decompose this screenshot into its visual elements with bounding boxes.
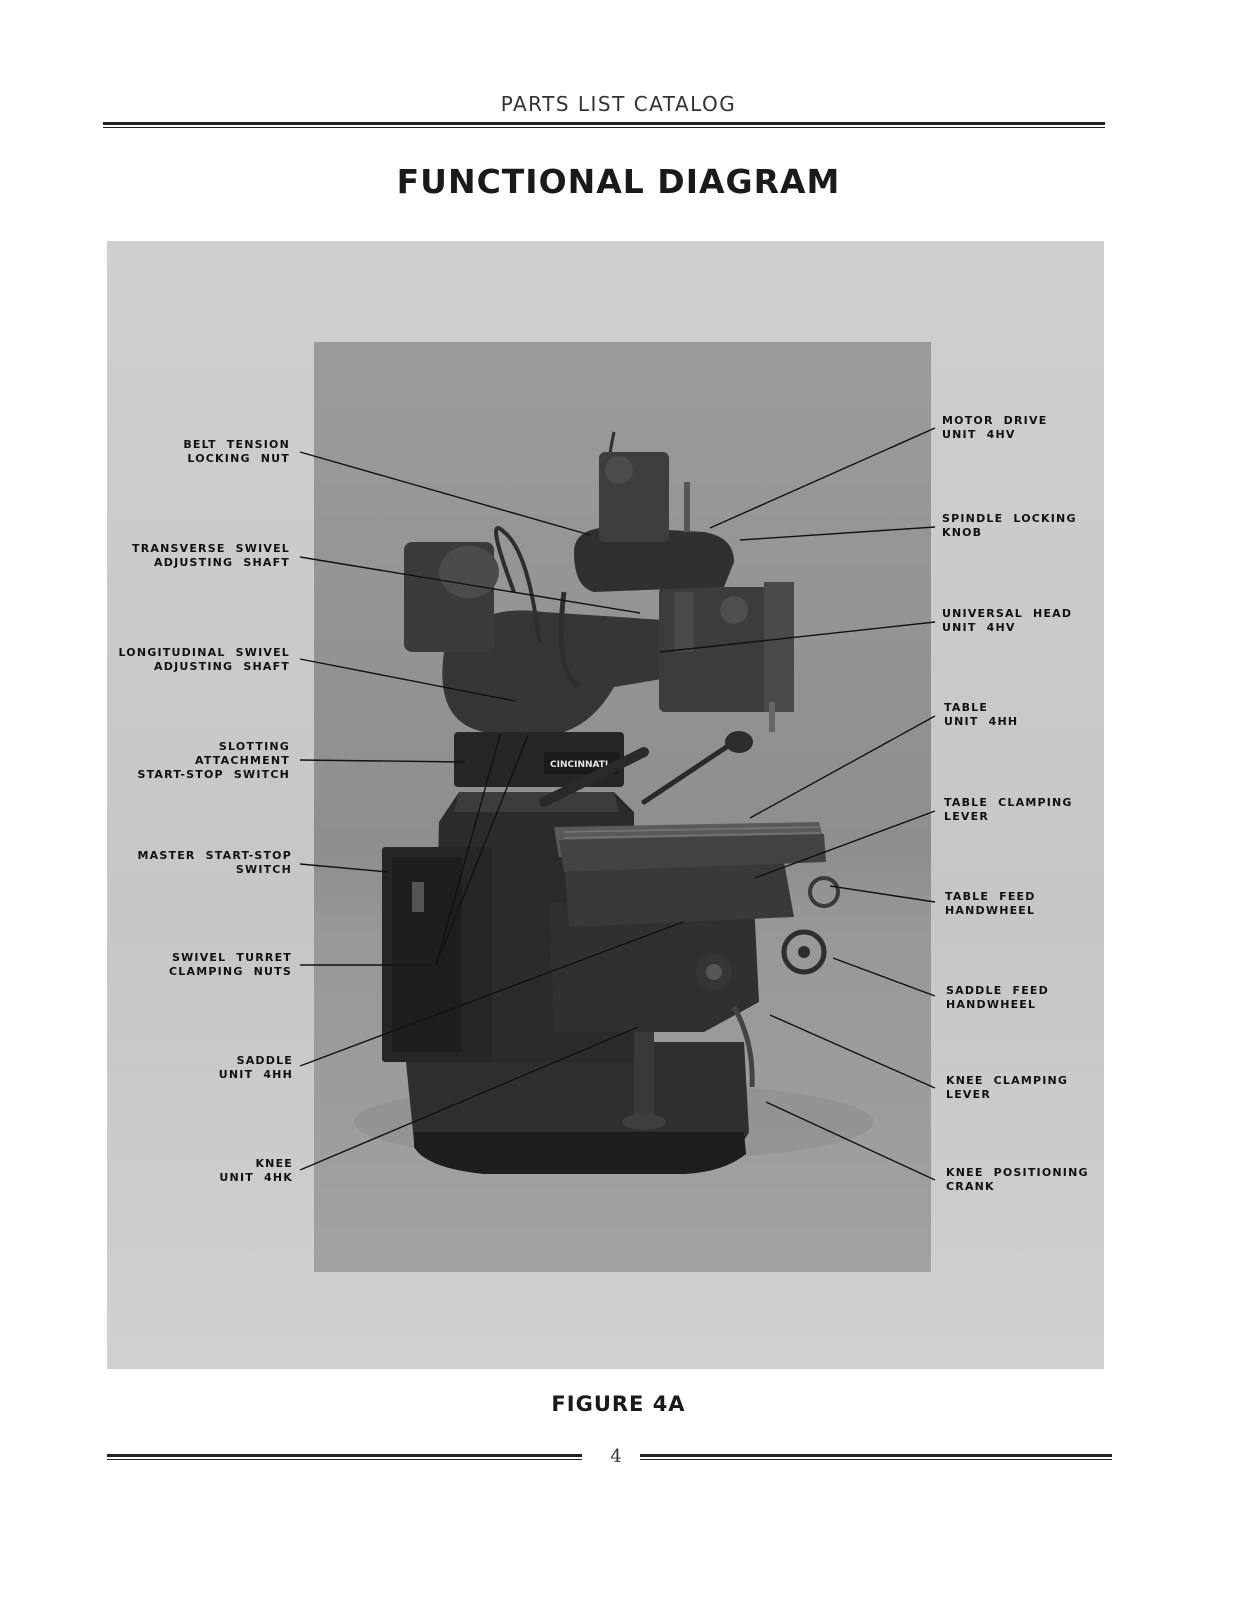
callout-knee-positioning-crank: KNEE POSITIONING CRANK	[946, 1166, 1089, 1193]
callout-master-start-stop-switch: MASTER START-STOP SWITCH	[137, 849, 292, 876]
header-rule	[103, 122, 1105, 128]
milling-machine-illustration: CINCINNATI	[354, 431, 874, 1174]
callout-motor-drive-unit: MOTOR DRIVE UNIT 4HV	[942, 414, 1048, 441]
page-number: 4	[610, 1446, 622, 1467]
callout-spindle-locking-knob: SPINDLE LOCKING KNOB	[942, 512, 1077, 539]
callout-table-clamping-lever: TABLE CLAMPING LEVER	[944, 796, 1073, 823]
page-title: FUNCTIONAL DIAGRAM	[396, 162, 841, 201]
callout-belt-tension-locking-nut: BELT TENSION LOCKING NUT	[183, 438, 290, 465]
callout-knee-unit: KNEE UNIT 4HK	[219, 1157, 293, 1184]
footer-rule-right	[640, 1454, 1112, 1460]
callout-slotting-attachment-start-stop-switch: SLOTTING ATTACHMENT START-STOP SWITCH	[137, 740, 290, 781]
callout-table-feed-handwheel: TABLE FEED HANDWHEEL	[945, 890, 1036, 917]
brand-plate: CINCINNATI	[550, 760, 608, 770]
callout-knee-clamping-lever: KNEE CLAMPING LEVER	[946, 1074, 1069, 1101]
callout-transverse-swivel-adjusting-shaft: TRANSVERSE SWIVEL ADJUSTING SHAFT	[132, 542, 290, 569]
callout-longitudinal-swivel-adjusting-shaft: LONGITUDINAL SWIVEL ADJUSTING SHAFT	[118, 646, 290, 673]
callout-saddle-feed-handwheel: SADDLE FEED HANDWHEEL	[946, 984, 1049, 1011]
footer-rule-left	[107, 1454, 582, 1460]
callout-saddle-unit: SADDLE UNIT 4HH	[218, 1054, 293, 1081]
callout-table-unit: TABLE UNIT 4HH	[944, 701, 1019, 728]
callout-swivel-turret-clamping-nuts: SWIVEL TURRET CLAMPING NUTS	[169, 951, 292, 978]
running-header: PARTS LIST CATALOG	[500, 92, 737, 116]
figure-caption: FIGURE 4A	[551, 1392, 686, 1416]
callout-universal-head-unit: UNIVERSAL HEAD UNIT 4HV	[942, 607, 1073, 634]
